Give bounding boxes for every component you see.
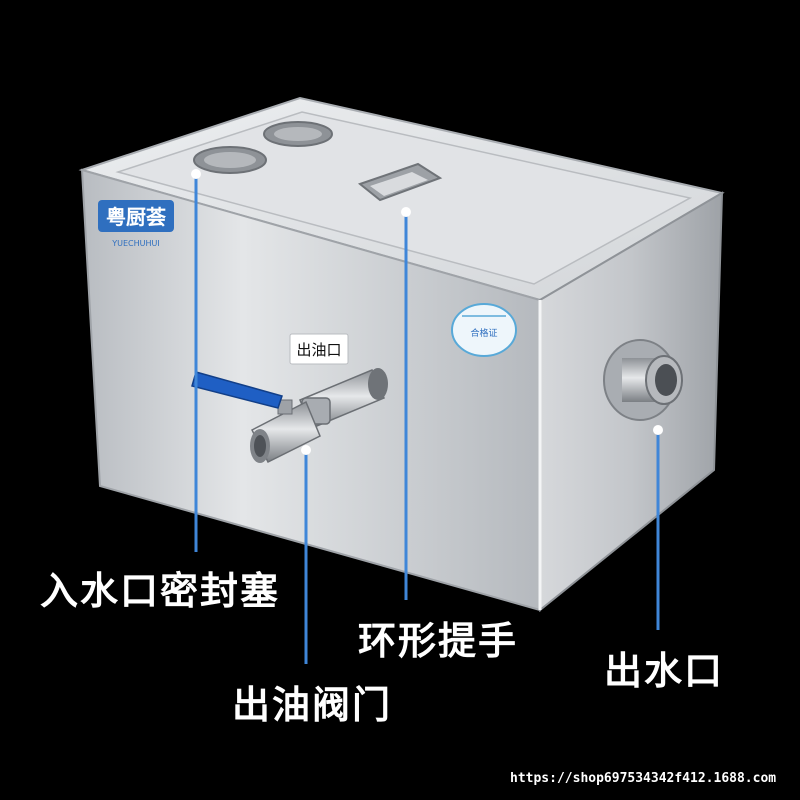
- oil-outlet-tag-text: 出油口: [296, 341, 341, 359]
- shop-watermark: https://shop697534342f412.1688.com: [510, 771, 777, 786]
- inlet-seal-plug-2-inner: [274, 127, 322, 141]
- callout-lines: [191, 169, 663, 664]
- certification-sticker: 合格证: [451, 303, 517, 357]
- callout-inlet-seal-plug: 入水口密封塞: [40, 569, 281, 613]
- callout-water-outlet: 出水口: [604, 649, 725, 693]
- certification-label: 合格证: [470, 327, 497, 339]
- brand-logo-subtext: YUECHUHUI: [111, 239, 159, 248]
- callout-oil-valve: 出油阀门: [232, 683, 393, 727]
- ring-handle: [357, 162, 443, 202]
- oil-outlet-tag: 出油口: [289, 333, 349, 365]
- callout-ring-handle: 环形提手: [358, 619, 519, 663]
- oil-valve: [191, 368, 388, 464]
- inlet-openings: [193, 121, 333, 174]
- brand-logo: 粤厨荟 YUECHUHUI: [98, 200, 174, 248]
- water-outlet: [603, 339, 683, 421]
- inlet-seal-plug-inner: [204, 152, 256, 168]
- valve-handle: [191, 371, 283, 409]
- brand-logo-text: 粤厨荟: [106, 205, 166, 229]
